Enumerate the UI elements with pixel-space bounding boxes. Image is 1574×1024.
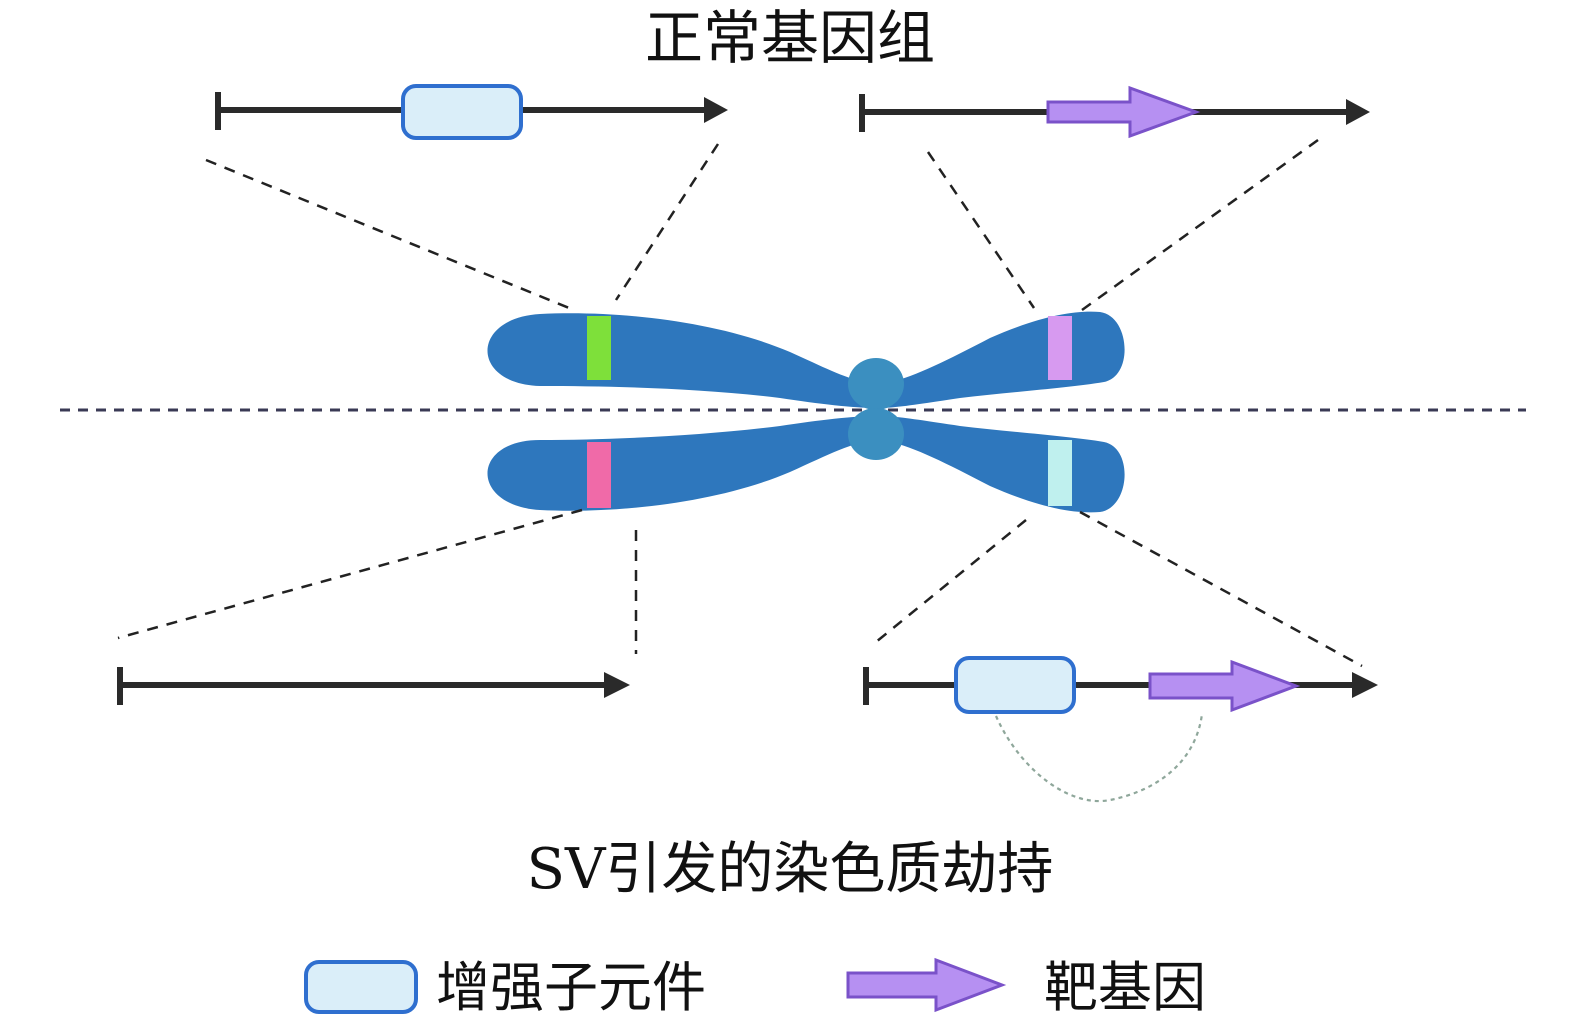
rearranged-empty-locus bbox=[117, 667, 630, 705]
legend-enhancer-swatch bbox=[304, 960, 418, 1014]
band-pink bbox=[587, 442, 611, 508]
legend-target-gene-label: 靶基因 bbox=[1044, 956, 1206, 1019]
normal-enhancer-locus bbox=[215, 84, 728, 140]
target-gene-arrow bbox=[1046, 85, 1201, 139]
target-gene-arrow bbox=[1148, 659, 1301, 713]
zoom-lines-bottom bbox=[117, 508, 1363, 668]
locus-arrowhead bbox=[604, 672, 630, 698]
locus-arrowhead bbox=[704, 97, 728, 123]
enhancer-gene-interaction-loop bbox=[994, 713, 1204, 803]
centromere-upper bbox=[848, 358, 904, 410]
band-violet bbox=[1048, 316, 1072, 380]
legend: 增强子元件 靶基因 bbox=[304, 956, 1206, 1019]
legend-gene-swatch bbox=[846, 957, 1007, 1013]
band-cyan bbox=[1048, 440, 1072, 506]
rearranged-hijacked-locus bbox=[863, 656, 1378, 803]
centromere-lower bbox=[848, 408, 904, 460]
title-normal-genome: 正常基因组 bbox=[645, 4, 935, 72]
locus-arrowhead bbox=[1352, 672, 1378, 698]
legend-enhancer-label: 增强子元件 bbox=[436, 956, 706, 1019]
chromosome bbox=[487, 311, 1125, 513]
title-sv-chromatin-hijacking: SV引发的染色质劫持 bbox=[527, 837, 1054, 902]
upper-chromatid bbox=[487, 311, 1125, 408]
locus-arrowhead bbox=[1346, 99, 1370, 125]
normal-gene-locus bbox=[859, 85, 1370, 139]
enhancer-element bbox=[401, 84, 523, 140]
enhancer-element bbox=[954, 656, 1076, 714]
lower-chromatid bbox=[487, 416, 1125, 513]
band-green bbox=[587, 316, 611, 380]
zoom-lines-top bbox=[205, 138, 1319, 312]
